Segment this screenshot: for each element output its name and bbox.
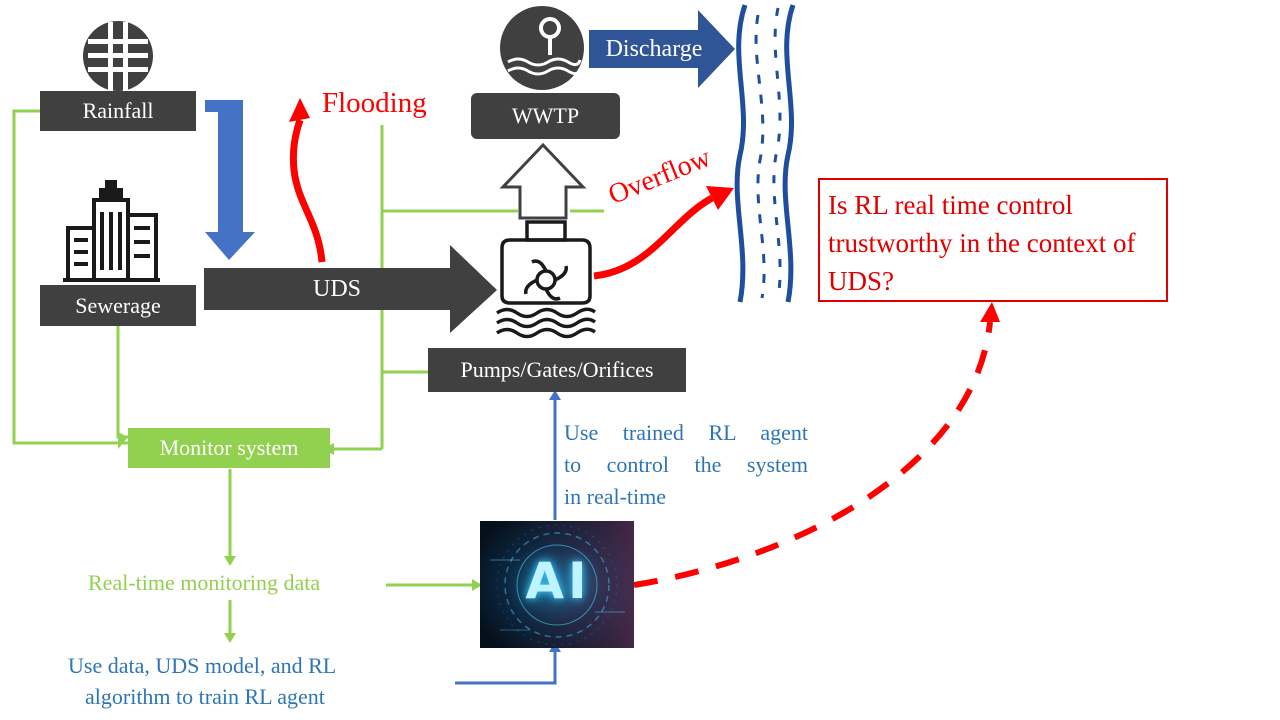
hollow-up-arrow: [499, 142, 587, 220]
discharge-label: Discharge: [605, 35, 703, 62]
sewerage-label: Sewerage: [40, 285, 196, 326]
pumps-label: Pumps/Gates/Orifices: [428, 348, 686, 392]
wwtp-label: WWTP: [471, 93, 620, 139]
blue-connectors: [455, 398, 557, 685]
train-agent-line2: algorithm to train RL agent: [85, 684, 325, 709]
river-icon: [734, 4, 796, 303]
green-arrowheads: [118, 432, 482, 643]
flooding-arrow: [289, 98, 326, 263]
trust-question-box: Is RL real time control trustworthy in t…: [818, 178, 1168, 302]
control-line1: Use trained RL agent: [564, 420, 808, 445]
building-icon: [63, 180, 160, 282]
uds-label: UDS: [312, 275, 361, 302]
train-agent-line1: Use data, UDS model, and RL: [68, 653, 337, 678]
wwtp-icon: [500, 6, 584, 90]
ai-badge-text: AI: [525, 552, 591, 610]
flooding-label: Flooding: [322, 87, 427, 119]
uds-arrow: [204, 245, 497, 333]
monitoring-data-label: Real-time monitoring data: [88, 570, 321, 595]
discharge-arrow: [589, 10, 735, 88]
dashed-trust-arrow: [633, 302, 1000, 588]
rainfall-label: Rainfall: [40, 91, 196, 131]
rainfall-down-arrow: [205, 100, 255, 260]
control-line3: in real-time: [564, 484, 667, 509]
overflow-arrow: [593, 186, 734, 280]
control-line2: to control the system: [564, 452, 808, 477]
globe-icon: [83, 21, 153, 92]
control-text: Use trained RL agent to control the syst…: [564, 417, 808, 513]
ai-image: [480, 521, 634, 648]
pump-icon: [495, 220, 597, 339]
monitor-system-label: Monitor system: [128, 428, 330, 468]
